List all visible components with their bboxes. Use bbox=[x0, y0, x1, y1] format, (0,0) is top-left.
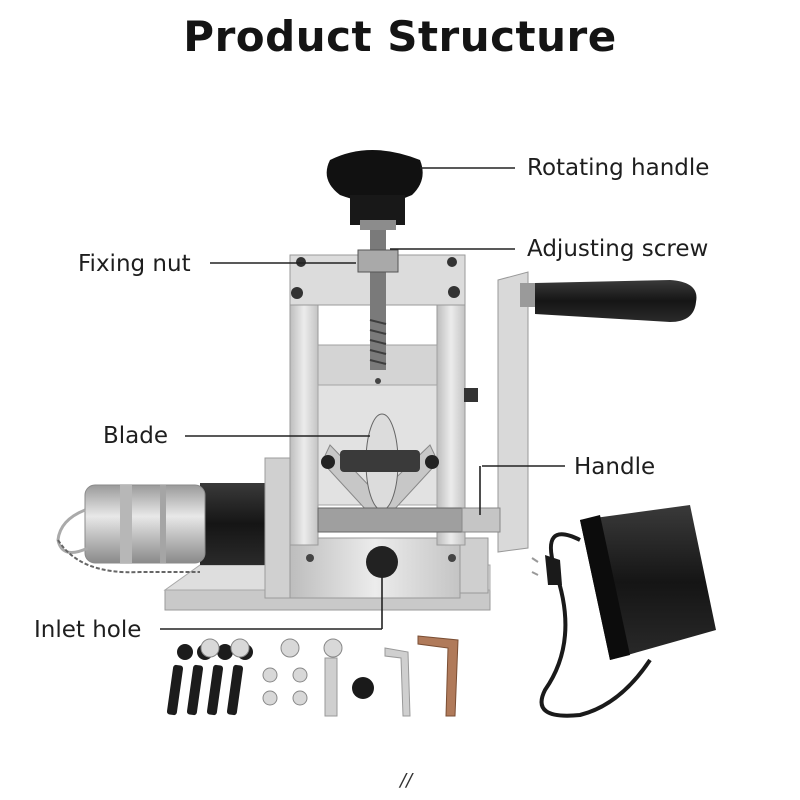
label-fixing-nut: Fixing nut bbox=[78, 251, 191, 277]
label-rotating-handle: Rotating handle bbox=[527, 155, 710, 181]
label-adjusting-screw: Adjusting screw bbox=[527, 236, 709, 262]
accessories bbox=[166, 635, 459, 717]
leader-lines bbox=[160, 167, 565, 630]
rotating-knob bbox=[326, 150, 423, 230]
threaded-shaft bbox=[357, 225, 399, 370]
inlet-feature bbox=[306, 546, 456, 578]
label-handle: Handle bbox=[574, 454, 656, 480]
label-inlet-hole: Inlet hole bbox=[34, 617, 142, 643]
power-adapter bbox=[531, 505, 716, 718]
label-blade: Blade bbox=[103, 423, 169, 449]
footer-mark: // bbox=[400, 770, 413, 791]
blade-assembly bbox=[317, 413, 465, 533]
page-title: Product Structure bbox=[183, 12, 617, 61]
side-crank bbox=[461, 271, 697, 553]
motor bbox=[56, 483, 270, 574]
